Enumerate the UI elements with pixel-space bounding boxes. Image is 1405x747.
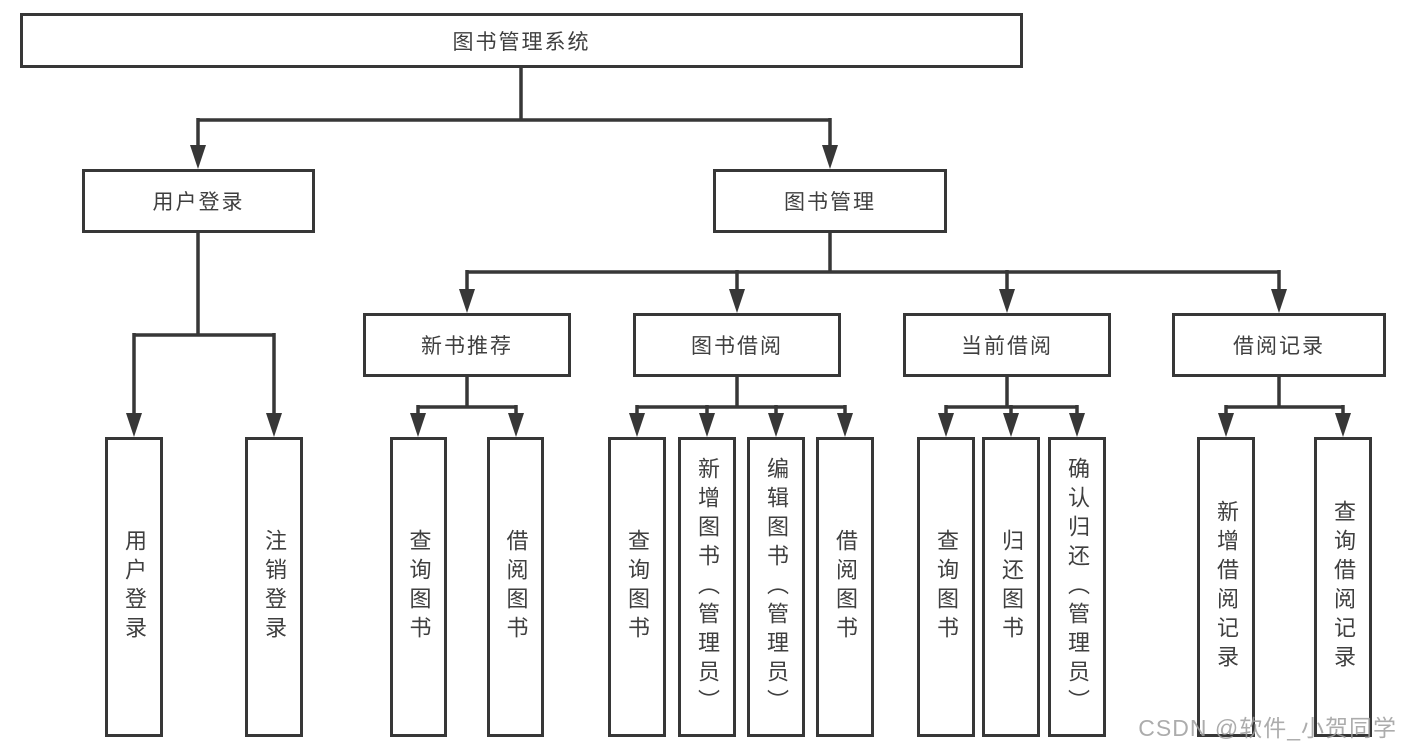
leaf-return-books: 归还图书	[982, 437, 1040, 737]
leaf-borrow-books-borrow: 借阅图书	[816, 437, 874, 737]
leaf-user-login: 用户登录	[105, 437, 163, 737]
leaf-add-borrow-record: 新增借阅记录	[1197, 437, 1255, 737]
node-library-management-system: 图书管理系统	[20, 13, 1023, 68]
arrowhead-icons	[126, 145, 1351, 437]
leaf-add-books-admin: 新增图书（管理员）	[678, 437, 736, 737]
node-book-management: 图书管理	[713, 169, 947, 233]
leaf-edit-books-admin: 编辑图书（管理员）	[747, 437, 805, 737]
csdn-watermark: CSDN @软件_小贺同学	[1138, 715, 1397, 741]
leaf-borrow-books-recommend: 借阅图书	[487, 437, 544, 737]
node-current-borrowing: 当前借阅	[903, 313, 1111, 377]
leaf-query-books-current: 查询图书	[917, 437, 975, 737]
node-user-login: 用户登录	[82, 169, 315, 233]
leaf-query-books-recommend: 查询图书	[390, 437, 447, 737]
node-new-book-recommendation: 新书推荐	[363, 313, 571, 377]
leaf-logout: 注销登录	[245, 437, 303, 737]
node-borrowing-records: 借阅记录	[1172, 313, 1386, 377]
leaf-query-books-borrow: 查询图书	[608, 437, 666, 737]
node-book-borrowing: 图书借阅	[633, 313, 841, 377]
leaf-query-borrow-record: 查询借阅记录	[1314, 437, 1372, 737]
leaf-confirm-return-admin: 确认归还（管理员）	[1048, 437, 1106, 737]
